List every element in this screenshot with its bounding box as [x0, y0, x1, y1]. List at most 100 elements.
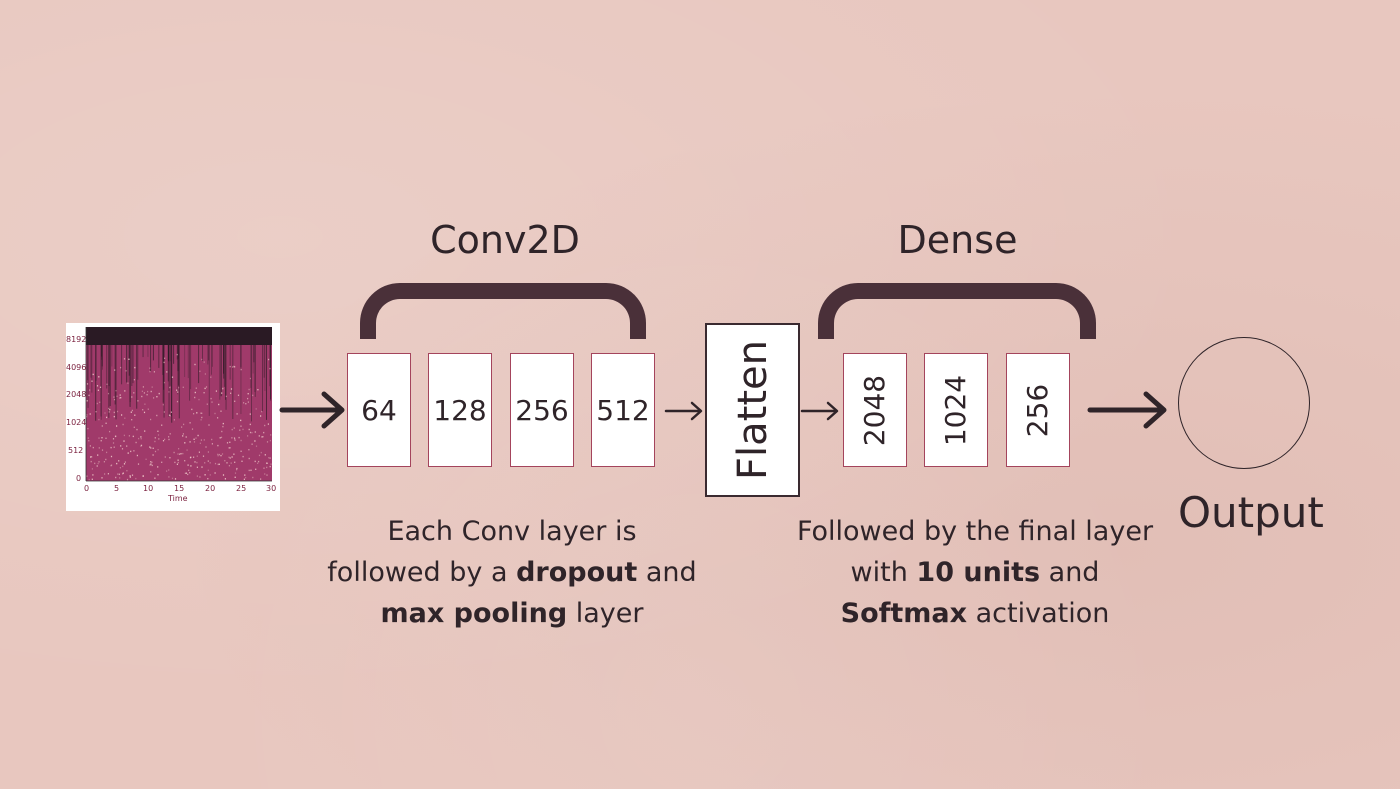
spectrogram-speckle: [135, 477, 137, 480]
spectrogram-streak: [262, 345, 263, 412]
spectrogram-speckle: [113, 411, 115, 414]
spectrogram-speckle: [122, 472, 124, 474]
spectrogram-streak: [115, 345, 117, 420]
spectrogram-speckle: [201, 466, 203, 468]
spectrogram-speckle: [264, 424, 266, 427]
spectrogram-speckle: [119, 477, 121, 479]
spectrogram-speckle: [251, 432, 253, 434]
spectrogram-speckle: [249, 423, 251, 426]
spectrogram-speckle: [263, 467, 265, 469]
spectrogram-speckle: [221, 430, 223, 433]
spectrogram-speckle: [230, 388, 233, 390]
spectrogram-speckle: [149, 367, 151, 369]
spectrogram-speckle: [113, 398, 116, 401]
spectrogram-streak: [176, 345, 178, 360]
spectrogram-speckle: [243, 402, 245, 404]
spectrogram-streak: [207, 345, 209, 365]
spectrogram-speckle: [207, 478, 209, 480]
spectrogram-streak: [147, 345, 149, 357]
spectrogram-speckle: [177, 459, 179, 461]
spectrogram-streak: [240, 345, 242, 414]
spectrogram-speckle: [101, 437, 103, 439]
spectrogram-speckle: [136, 428, 138, 431]
x-axis-label: Time: [168, 494, 188, 503]
spectrogram-speckle: [205, 386, 208, 388]
spectrogram-speckle: [123, 440, 125, 442]
spectrogram-speckle: [234, 461, 236, 463]
spectrogram-speckle: [142, 409, 144, 411]
spectrogram-streak: [229, 345, 231, 380]
spectrogram-speckle: [204, 474, 206, 476]
spectrogram-speckle: [225, 395, 227, 398]
spectrogram-speckle: [106, 383, 108, 385]
spectrogram-streak: [152, 345, 154, 361]
spectrogram-speckle: [185, 472, 187, 474]
spectrogram-speckle: [140, 444, 143, 447]
spectrogram-speckle: [268, 358, 270, 361]
spectrogram-speckle: [176, 400, 179, 403]
spectrogram-speckle: [224, 460, 226, 462]
spectrogram-speckle: [150, 463, 152, 465]
spectrogram-speckle: [250, 469, 252, 471]
spectrogram-speckle: [130, 450, 132, 453]
spectrogram-speckle: [120, 445, 122, 447]
spectrogram-speckle: [134, 366, 136, 369]
conv-layer-512: 512: [591, 353, 655, 467]
spectrogram-streak: [114, 345, 116, 405]
spectrogram-streak: [253, 345, 255, 363]
x-tick: 10: [143, 484, 154, 493]
spectrogram-speckle: [252, 394, 254, 397]
spectrogram-speckle: [184, 472, 186, 474]
y-tick: 0: [76, 474, 82, 483]
spectrogram-speckle: [161, 424, 163, 426]
spectrogram-speckle: [268, 457, 270, 459]
spectrogram-speckle: [261, 436, 263, 438]
spectrogram-streak: [136, 345, 138, 409]
spectrogram-speckle: [146, 394, 148, 396]
spectrogram-speckle: [264, 473, 266, 475]
spectrogram-speckle: [210, 376, 212, 378]
spectrogram-speckle: [200, 412, 202, 414]
spectrogram-speckle: [191, 408, 193, 411]
spectrogram-speckle: [103, 461, 105, 463]
spectrogram-speckle: [92, 373, 94, 376]
spectrogram-speckle: [174, 478, 177, 480]
spectrogram-speckle: [182, 433, 184, 435]
x-tick: 0: [84, 484, 90, 493]
spectrogram-speckle: [245, 476, 247, 479]
spectrogram-speckle: [99, 386, 102, 388]
spectrogram-speckle: [198, 451, 200, 453]
spectrogram-speckle: [233, 365, 235, 367]
spectrogram-speckle: [194, 363, 196, 366]
spectrogram-speckle: [211, 438, 213, 441]
y-tick: 4096: [66, 363, 87, 372]
spectrogram-streak: [223, 345, 225, 379]
spectrogram-streak: [264, 345, 266, 391]
spectrogram-speckle: [178, 448, 180, 450]
conv-layer-label: 128: [433, 393, 487, 427]
spectrogram-speckle: [113, 446, 115, 448]
spectrogram-speckle: [240, 450, 242, 452]
spectrogram-speckle: [99, 401, 101, 403]
spectrogram-speckle: [96, 402, 98, 405]
spectrogram-speckle: [220, 410, 222, 412]
spectrogram-speckle: [89, 413, 91, 415]
spectrogram-speckle: [157, 474, 159, 476]
spectrogram-speckle: [178, 387, 180, 389]
spectrogram-speckle: [168, 391, 170, 393]
spectrogram-speckle: [171, 376, 174, 378]
spectrogram-speckle: [210, 397, 212, 400]
spectrogram-speckle: [189, 422, 191, 424]
spectrogram-speckle: [88, 440, 90, 442]
spectrogram-streak: [219, 345, 221, 400]
spectrogram-streak: [173, 345, 175, 364]
spectrogram-streak: [129, 345, 131, 402]
spectrogram-speckle: [195, 437, 197, 439]
spectrogram-speckle: [105, 422, 107, 424]
spectrogram-speckle: [92, 474, 94, 476]
spectrogram-speckle: [119, 467, 121, 469]
x-tick: 5: [114, 484, 120, 493]
dense-layer-1024: 1024: [924, 353, 988, 467]
spectrogram-speckle: [200, 439, 202, 441]
spectrogram-speckle: [173, 451, 175, 454]
